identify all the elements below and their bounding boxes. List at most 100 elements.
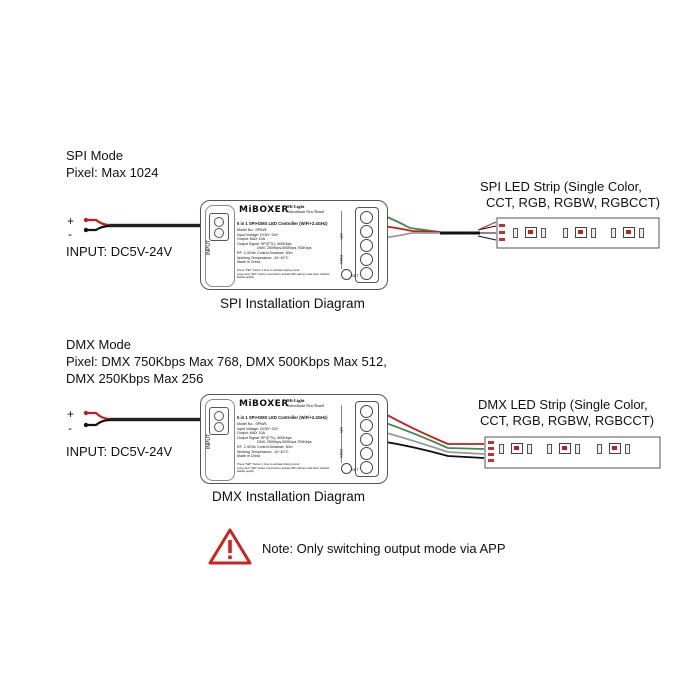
led-chip bbox=[609, 443, 621, 454]
dmx-input-wires bbox=[83, 410, 200, 428]
dmx-output-label-column: SPI DMX bbox=[339, 405, 354, 463]
dmx-strip-label-line1: DMX LED Strip (Single Color, bbox=[478, 397, 648, 412]
terminal-screw bbox=[360, 405, 373, 418]
dmx-model-title: 5 in 1 SPI+DMX LED Controller (WiFi+2.4G… bbox=[237, 415, 328, 420]
terminal-screw bbox=[360, 433, 373, 446]
spec-line: Model No.: SPIW5 bbox=[237, 228, 267, 232]
dmx-pixel-info-line1: Pixel: DMX 750Kbps Max 768, DMX 500Kbps … bbox=[66, 354, 387, 369]
spi-input-label: INPUT: DC5V-24V bbox=[66, 244, 173, 259]
spi-set-label: SET bbox=[351, 273, 359, 278]
spec-line: Output: MAX 10A bbox=[237, 237, 265, 242]
dmx-minus-label: - bbox=[68, 421, 72, 435]
terminal-screw bbox=[360, 267, 373, 280]
note-text: Note: Only switching output mode via APP bbox=[262, 541, 506, 556]
dmx-plus-label: + bbox=[67, 407, 75, 421]
spi-set-button[interactable] bbox=[341, 269, 352, 280]
spi-input-terminal bbox=[209, 213, 229, 241]
spi-output-label-column: SPI DMX bbox=[339, 211, 354, 269]
terminal-screw bbox=[360, 461, 373, 474]
spi-spec-block: Model No.: SPIW5 Input Voltage: DC5V~24V… bbox=[237, 228, 312, 265]
resistor bbox=[575, 444, 580, 454]
resistor bbox=[625, 444, 630, 454]
resistor bbox=[547, 444, 552, 454]
spi-model-title: 5 in 1 SPI+DMX LED Controller (WiFi+2.4G… bbox=[237, 221, 328, 226]
led-chip bbox=[575, 227, 587, 238]
spi-output-wires bbox=[381, 214, 497, 241]
dmx-output-wires bbox=[379, 410, 485, 459]
led-chip bbox=[559, 443, 571, 454]
spi-input-vertical-label: INPUT bbox=[206, 240, 212, 255]
terminal-screw bbox=[360, 419, 373, 432]
spec-line: Working Temperature: -10~40°C bbox=[237, 449, 289, 454]
spec-line: RF: 2.4GHz Control Distance: 30m bbox=[237, 250, 293, 255]
led-chip bbox=[623, 227, 635, 238]
spi-brand-logo: MiBOXER bbox=[239, 205, 289, 215]
dmx-press-note: Press "SET" button 1 time to activate li… bbox=[237, 462, 300, 466]
spec-line: DMX: 250Kbps,500Kbps,750Kbps bbox=[257, 440, 312, 445]
resistor bbox=[513, 228, 518, 238]
spi-press-note: Press "SET" button 1 time to activate li… bbox=[237, 268, 300, 272]
spec-line: Output Signal: SPI(TTL): 800Kbps bbox=[237, 435, 292, 440]
resistor bbox=[591, 228, 596, 238]
dmx-output-terminal-block bbox=[355, 401, 379, 477]
spec-line: Working Temperature: -10~40°C bbox=[237, 255, 289, 260]
dmx-input-terminal bbox=[209, 407, 229, 435]
spec-line: Output: MAX 10A bbox=[237, 431, 265, 436]
spi-sub-brand: Mi-Light bbox=[287, 204, 305, 209]
terminal-screw bbox=[360, 225, 373, 238]
dmx-spec-block: Model No.: SPIW5 Input Voltage: DC5V~24V… bbox=[237, 422, 312, 459]
terminal-screw bbox=[360, 253, 373, 266]
resistor bbox=[639, 228, 644, 238]
dmx-strip-label-line2: CCT, RGB, RGBW, RGBCCT) bbox=[480, 413, 655, 428]
terminal-screw bbox=[360, 239, 373, 252]
spec-line: Output Signal: SPI(TTL): 800Kbps bbox=[237, 241, 292, 246]
dmx-set-button[interactable] bbox=[341, 463, 352, 474]
spec-line: Made in China bbox=[237, 260, 261, 265]
dmx-input-label: INPUT: DC5V-24V bbox=[66, 444, 173, 459]
spi-caption: SPI Installation Diagram bbox=[220, 296, 365, 311]
dmx-caption: DMX Installation Diagram bbox=[212, 489, 366, 504]
spi-strip-label-line1: SPI LED Strip (Single Color, bbox=[480, 179, 642, 194]
resistor bbox=[499, 444, 504, 454]
spi-minus-label: - bbox=[68, 227, 72, 241]
resistor bbox=[597, 444, 602, 454]
spi-output-label: SPI bbox=[339, 427, 344, 434]
dmx-set-label: SET bbox=[351, 467, 359, 472]
terminal-screw bbox=[360, 211, 373, 224]
spec-line: Input Voltage: DC5V~24V bbox=[237, 232, 279, 237]
resistor bbox=[611, 228, 616, 238]
led-chip bbox=[525, 227, 537, 238]
dmx-long-press-note: Long press "SET" button 3 seconds to act… bbox=[237, 467, 330, 474]
resistor bbox=[541, 228, 546, 238]
warning-icon bbox=[208, 528, 252, 565]
dmx-output-label: DMX bbox=[339, 255, 344, 264]
dmx-sub-brand: Mi-Light bbox=[287, 398, 305, 403]
spi-strip-label-line2: CCT, RGB, RGBW, RGBCCT) bbox=[486, 195, 661, 210]
spec-line: Input Voltage: DC5V~24V bbox=[237, 426, 279, 431]
spec-line: RF: 2.4GHz Control Distance: 30m bbox=[237, 444, 293, 449]
spi-output-terminal-block bbox=[355, 207, 379, 283]
led-chip bbox=[511, 443, 523, 454]
spi-controller: INPUT MiBOXER Mi-Light Subordinate New B… bbox=[200, 200, 388, 290]
spi-sub-brand2: Subordinate New Brand bbox=[287, 210, 324, 214]
resistor bbox=[527, 444, 532, 454]
spi-mode-title: SPI Mode bbox=[66, 148, 124, 163]
resistor bbox=[563, 228, 568, 238]
dmx-controller: INPUT MiBOXER Mi-Light Subordinate New B… bbox=[200, 394, 388, 484]
spec-line: Made in China bbox=[237, 454, 261, 459]
spi-pixel-info: Pixel: Max 1024 bbox=[66, 165, 159, 180]
dmx-pixel-info-line2: DMX 250Kbps Max 256 bbox=[66, 371, 204, 386]
spi-output-label: SPI bbox=[339, 233, 344, 240]
dmx-controller-left-inset bbox=[205, 399, 235, 481]
dmx-sub-brand2: Subordinate New Brand bbox=[287, 404, 324, 408]
spec-line: DMX: 250Kbps,500Kbps,750Kbps bbox=[257, 246, 312, 251]
spec-line: Model No.: SPIW5 bbox=[237, 422, 267, 426]
spi-plus-label: + bbox=[67, 214, 75, 228]
spi-controller-left-inset bbox=[205, 205, 235, 287]
terminal-screw bbox=[360, 447, 373, 460]
dmx-output-label: DMX bbox=[339, 449, 344, 458]
dmx-mode-title: DMX Mode bbox=[66, 337, 132, 352]
dmx-input-vertical-label: INPUT bbox=[206, 434, 212, 449]
spi-input-wires bbox=[83, 217, 200, 233]
